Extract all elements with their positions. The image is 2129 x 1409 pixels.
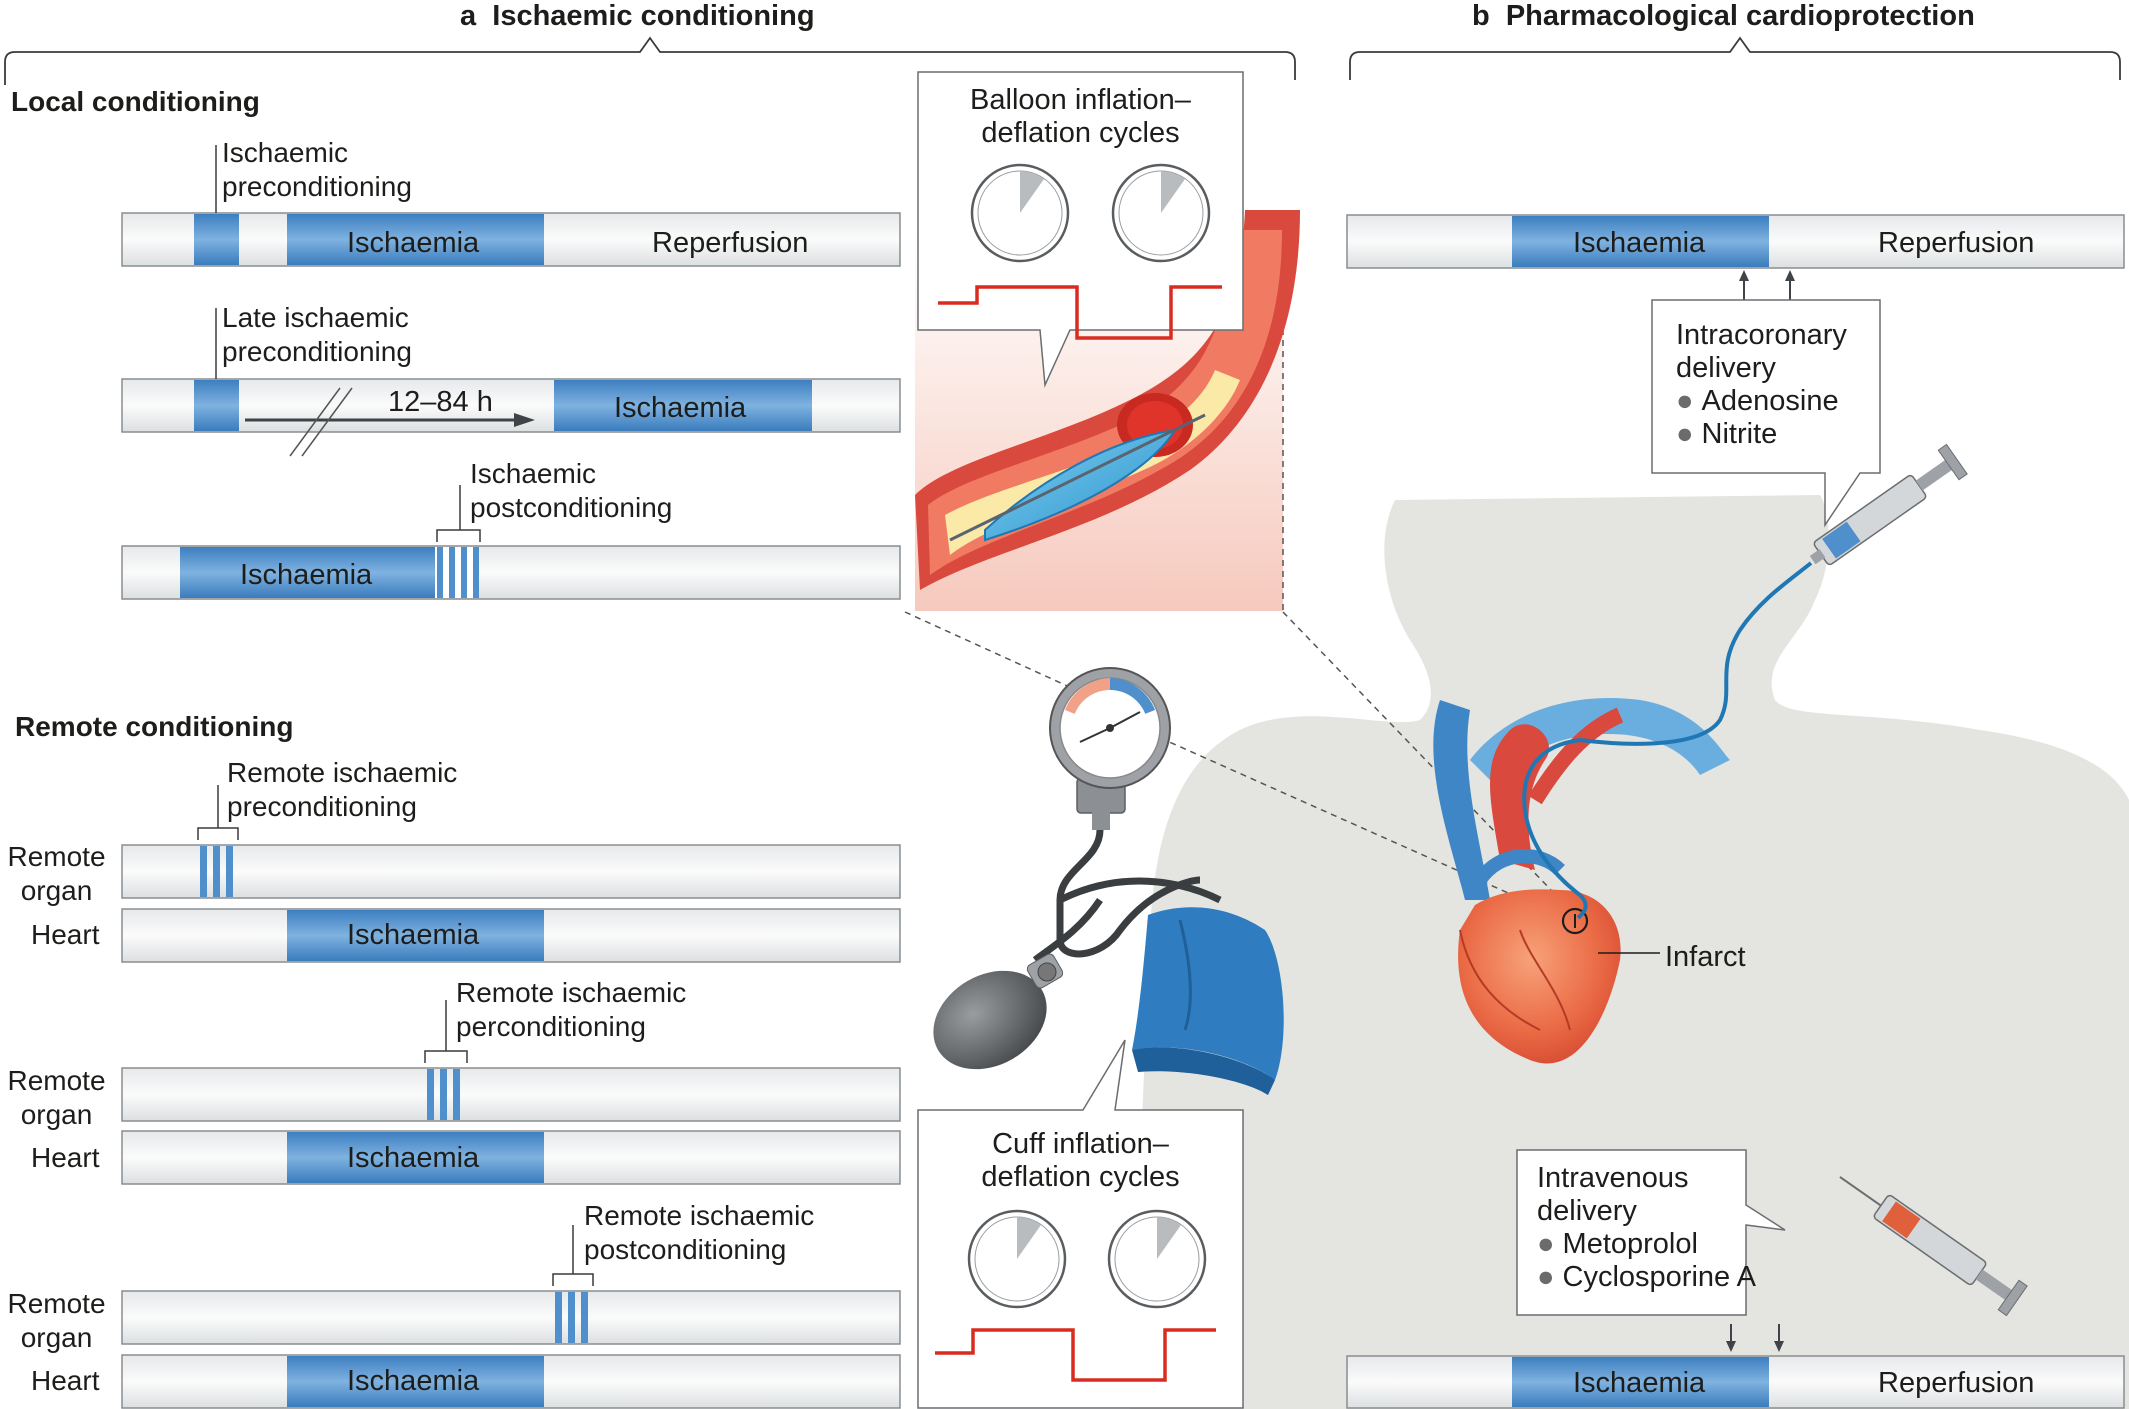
body-silhouette [1130, 495, 2129, 1409]
balloon-clocks [970, 163, 1211, 263]
catheter-line [1522, 561, 1813, 897]
heart-row-label: Heart [31, 1142, 100, 1173]
balloon-pulse-trace [938, 285, 1222, 340]
cuff-callout-text: Cuff inflation– deflation cycles [981, 1128, 1180, 1193]
bar-ischaemia-label: Ischaemia [347, 1365, 480, 1397]
late-ischaemic-preconditioning-label: Late ischaemic preconditioning [222, 302, 412, 367]
panel-b-bars [1346, 214, 2125, 1409]
panel-b-title: b Pharmacological cardioprotection [1472, 0, 1975, 32]
remote-organ-label: Remote organ [7, 841, 106, 906]
intravenous-callout-text: Intravenous delivery ●Metoprolol ●Cyclos… [1537, 1162, 1756, 1293]
local-conditioning-heading: Local conditioning [11, 86, 260, 117]
remote-preconditioning-label: Remote ischaemic preconditioning [227, 757, 458, 822]
heart-row-label: Heart [31, 1365, 100, 1396]
cuff-callout-box [917, 1039, 1244, 1409]
heart-illustration [1433, 698, 1730, 1064]
bar-reperfusion-label: Reperfusion [652, 227, 809, 259]
remote-perconditioning-label: Remote ischaemic perconditioning [456, 977, 687, 1042]
artery-illustration [915, 210, 1300, 590]
balloon-callout-box [917, 71, 1244, 388]
local-bars [121, 145, 901, 600]
bar-ischaemia-label: Ischaemia [347, 919, 480, 951]
bar-ischaemia-label: Ischaemia [347, 1142, 480, 1174]
bar-ischaemia-label: Ischaemia [1573, 227, 1706, 259]
bar-ischaemia-label: Ischaemia [347, 227, 480, 259]
balloon-callout-text: Balloon inflation– deflation cycles [970, 84, 1191, 149]
intracoronary-callout-text: Intracoronary delivery ●Adenosine ●Nitri… [1676, 319, 1847, 450]
bar-ischaemia-label: Ischaemia [614, 392, 747, 424]
remote-organ-label: Remote organ [7, 1065, 106, 1130]
blood-pressure-device [933, 667, 1284, 1095]
panel-b-bracket [1349, 36, 2121, 80]
interval-label: 12–84 h [388, 386, 493, 418]
bar-ischaemia-label: Ischaemia [1573, 1367, 1706, 1399]
bar-reperfusion-label: Reperfusion [1878, 1367, 2035, 1399]
infarct-label: Infarct [1665, 941, 1746, 973]
remote-conditioning-heading: Remote conditioning [15, 711, 294, 742]
panel-a-title: a Ischaemic conditioning [460, 0, 815, 32]
cuff-pulse-trace [935, 1328, 1216, 1382]
panel-a-bracket [4, 36, 1296, 85]
remote-postconditioning-label: Remote ischaemic postconditioning [584, 1200, 815, 1265]
ischaemic-postconditioning-label: Ischaemic postconditioning [470, 458, 673, 523]
cuff-clocks [967, 1209, 1207, 1309]
heart-row-label: Heart [31, 919, 100, 950]
remote-organ-label: Remote organ [7, 1288, 106, 1353]
syringe-intravenous [1839, 1176, 2028, 1317]
ischaemic-preconditioning-label: Ischaemic preconditioning [222, 137, 412, 202]
bar-ischaemia-label: Ischaemia [240, 559, 373, 591]
syringe-intracoronary [1809, 443, 1968, 566]
bar-reperfusion-label: Reperfusion [1878, 227, 2035, 259]
intracoronary-callout-box [1651, 299, 1881, 528]
remote-bars [121, 785, 901, 1409]
intravenous-callout-box [1516, 1149, 1786, 1316]
